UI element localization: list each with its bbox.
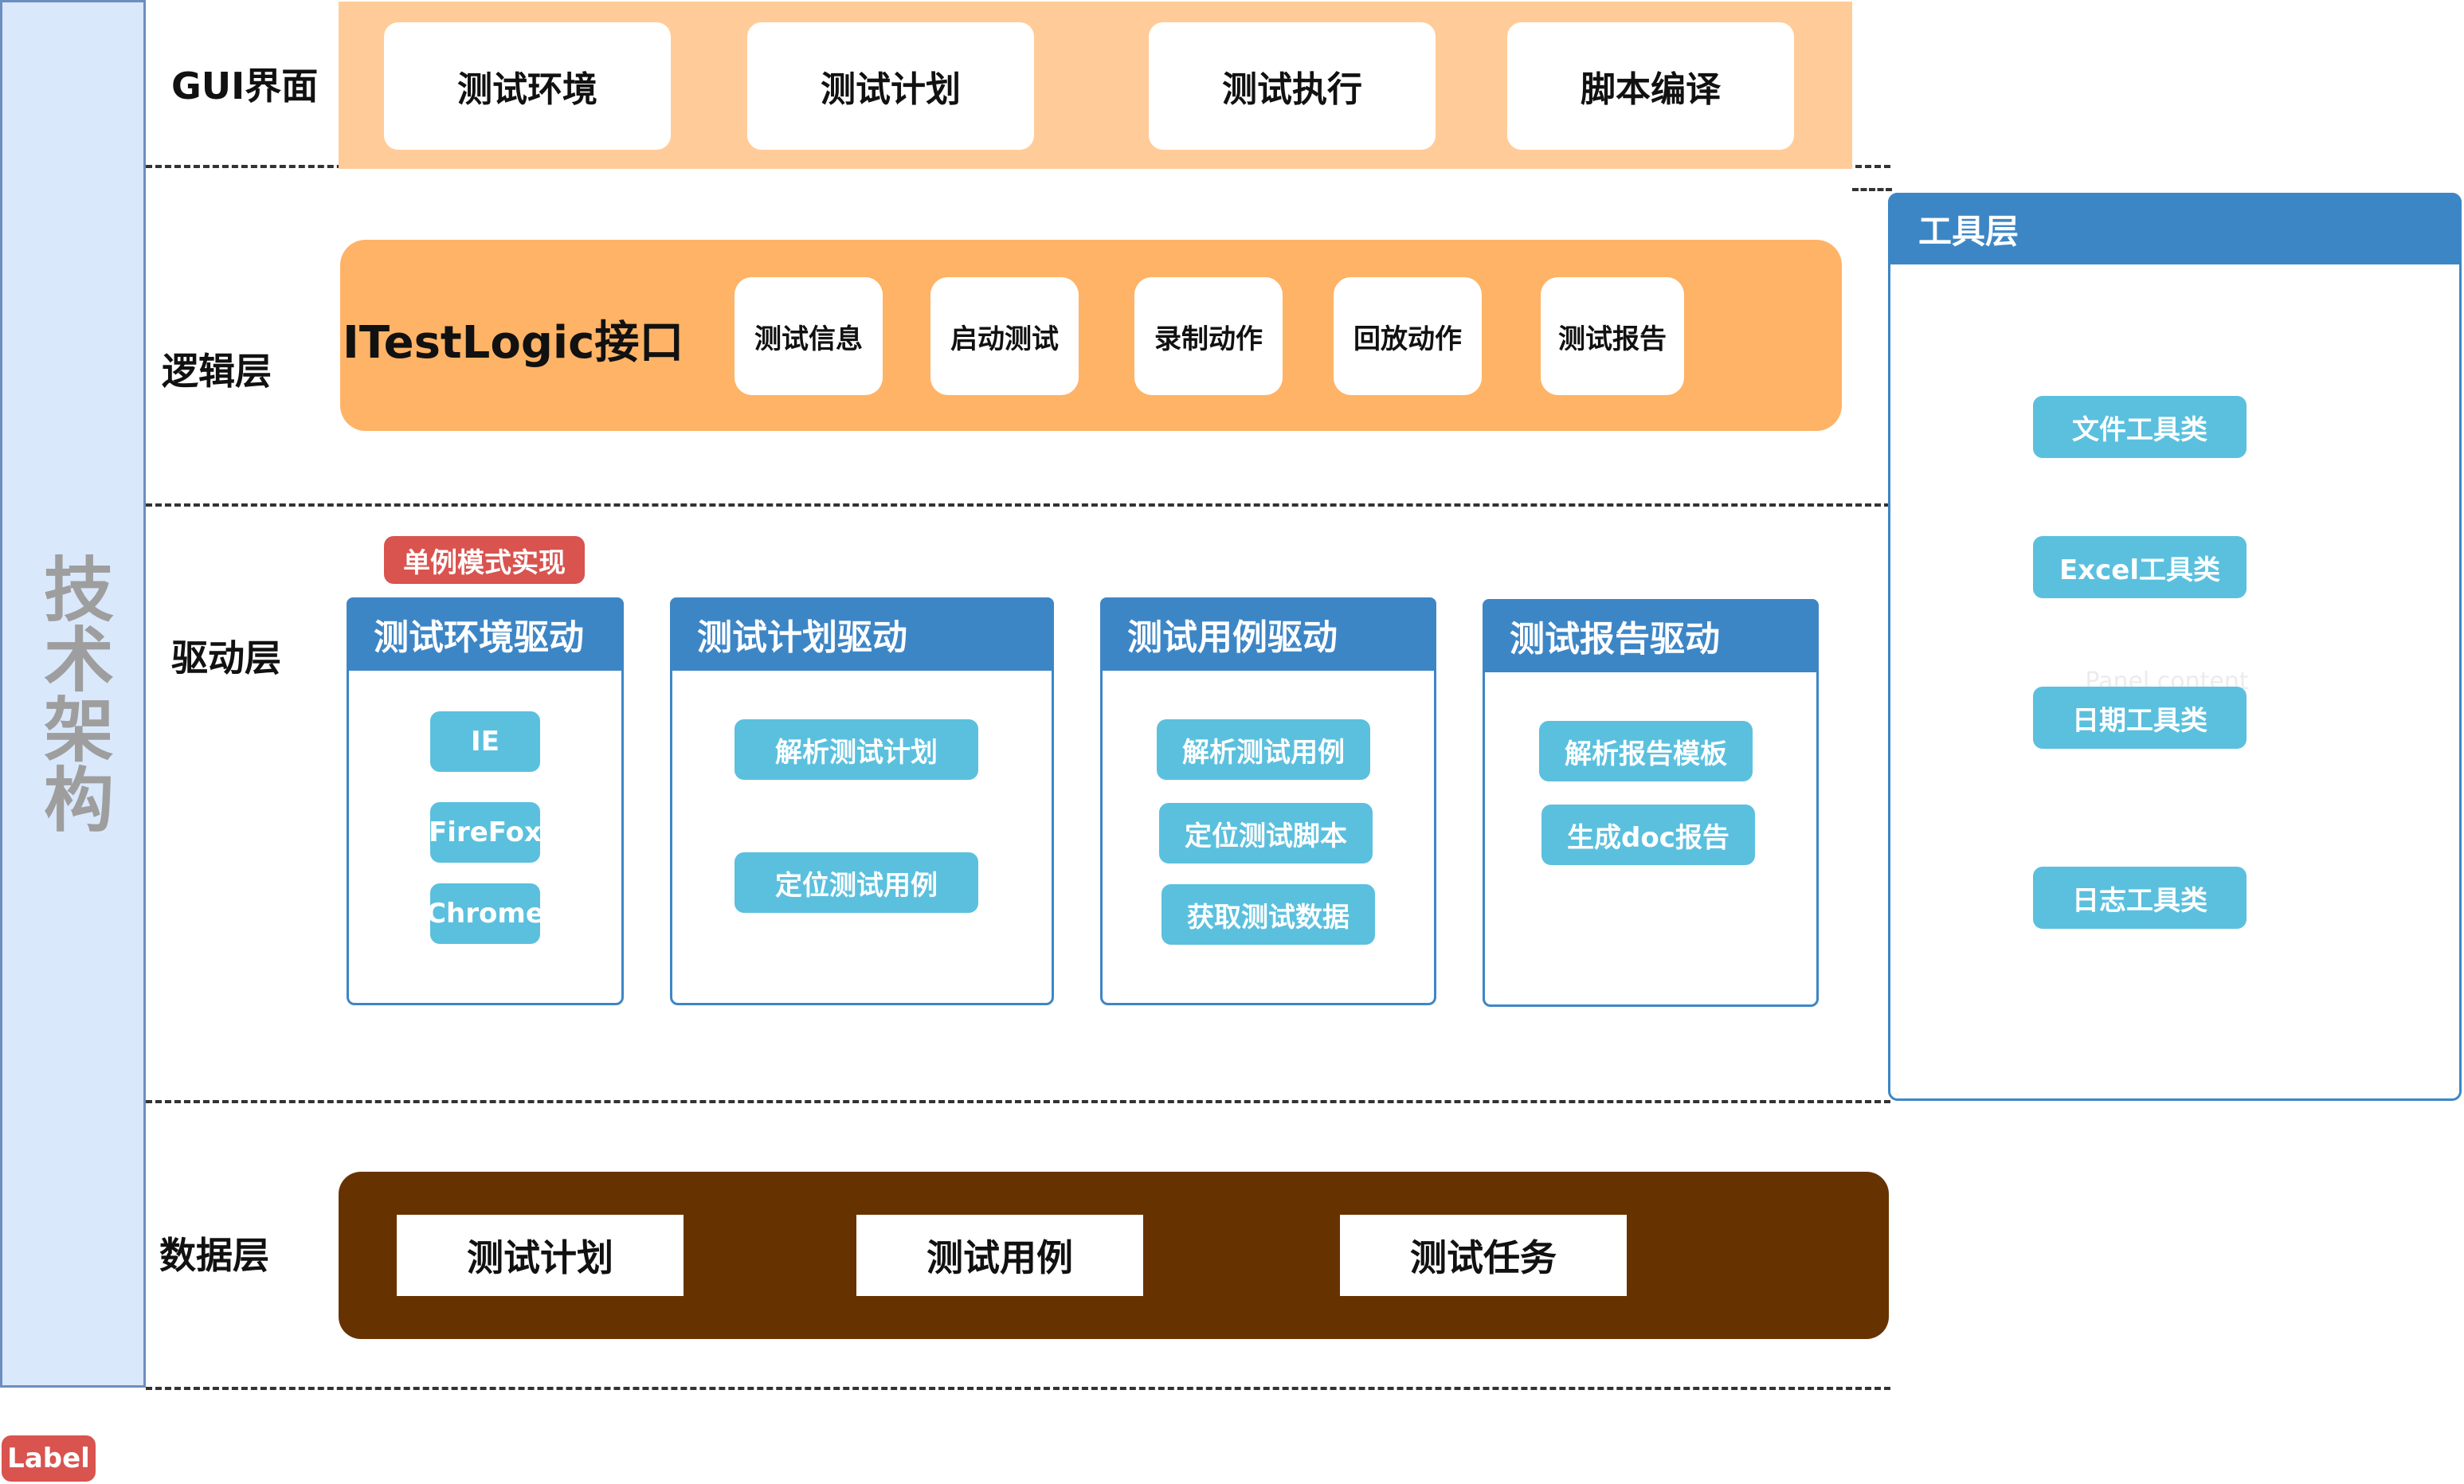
tool-layer-panel (1888, 193, 2462, 1101)
driver-item-ie[interactable]: IE (430, 711, 540, 772)
driver-panel-title: 测试报告驱动 (1483, 599, 1819, 672)
layer-label-driver: 驱动层 (171, 636, 281, 679)
logic-item-test-info[interactable]: 测试信息 (734, 277, 883, 395)
tool-layer-title: 工具层 (1888, 193, 2462, 264)
driver-item-parse-template[interactable]: 解析报告模板 (1539, 721, 1753, 781)
driver-panel-title: 测试用例驱动 (1100, 597, 1436, 671)
gui-item-test-env[interactable]: 测试环境 (384, 22, 671, 150)
driver-item-locate-case[interactable]: 定位测试用例 (734, 852, 978, 913)
data-item-test-plan[interactable]: 测试计划 (397, 1215, 684, 1296)
tool-item-file[interactable]: 文件工具类 (2033, 396, 2247, 458)
tool-item-excel[interactable]: Excel工具类 (2033, 536, 2247, 598)
tool-item-log[interactable]: 日志工具类 (2033, 867, 2247, 929)
logic-item-test-report[interactable]: 测试报告 (1541, 277, 1684, 395)
architecture-title: 技术架构 (32, 553, 115, 833)
layer-label-gui: GUI界面 (171, 65, 319, 108)
gui-item-test-plan[interactable]: 测试计划 (747, 22, 1034, 150)
separator-data (146, 1387, 1890, 1390)
driver-item-firefox[interactable]: FireFox (429, 802, 542, 863)
gui-item-script-compile[interactable]: 脚本编译 (1507, 22, 1794, 150)
logic-item-replay-action[interactable]: 回放动作 (1334, 277, 1482, 395)
driver-item-generate-doc[interactable]: 生成doc报告 (1541, 805, 1755, 865)
separator-gui-tail (1852, 188, 1892, 191)
separator-driver (146, 1100, 1890, 1103)
data-item-test-case[interactable]: 测试用例 (856, 1215, 1143, 1296)
architecture-sidebar (0, 0, 146, 1388)
separator-logic (146, 503, 1890, 507)
layer-label-data: 数据层 (159, 1234, 269, 1277)
logic-item-record-action[interactable]: 录制动作 (1134, 277, 1283, 395)
data-item-test-task[interactable]: 测试任务 (1340, 1215, 1627, 1296)
tool-item-date[interactable]: 日期工具类 (2033, 687, 2247, 749)
driver-item-locate-script[interactable]: 定位测试脚本 (1159, 803, 1373, 863)
logic-item-start-test[interactable]: 启动测试 (930, 277, 1079, 395)
footer-label-badge: Label (2, 1435, 96, 1482)
driver-item-get-data[interactable]: 获取测试数据 (1161, 884, 1375, 945)
logic-interface-title: ITestLogic接口 (343, 316, 684, 369)
singleton-badge: 单例模式实现 (384, 536, 585, 584)
gui-item-test-exec[interactable]: 测试执行 (1149, 22, 1436, 150)
driver-item-chrome[interactable]: Chrome (426, 883, 544, 944)
driver-item-parse-plan[interactable]: 解析测试计划 (734, 719, 978, 780)
driver-item-parse-case[interactable]: 解析测试用例 (1157, 719, 1370, 780)
driver-panel-title: 测试计划驱动 (670, 597, 1054, 671)
layer-label-logic: 逻辑层 (162, 350, 272, 393)
driver-panel-title: 测试环境驱动 (347, 597, 624, 671)
